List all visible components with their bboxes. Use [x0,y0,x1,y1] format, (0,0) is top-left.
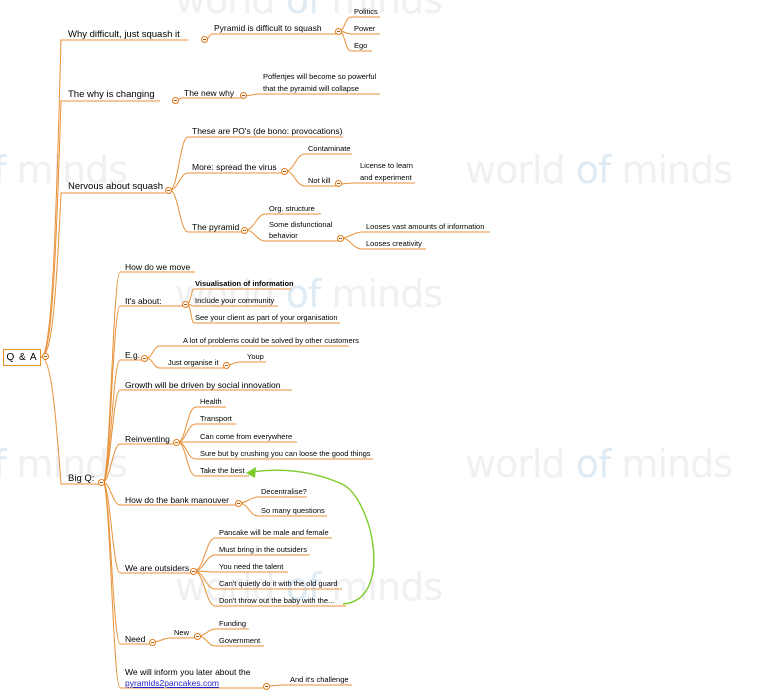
topic-the-pyramid[interactable]: The pyramid [192,222,240,232]
collapse-icon[interactable] [42,353,49,360]
topic-see-client[interactable]: See your client as part of your organisa… [195,313,338,322]
topic-poffertjes-line2[interactable]: that the pyramid will collapse [263,84,359,93]
topic-disfunctional-line1[interactable]: Some disfunctional [269,220,333,229]
topic-so-many-questions[interactable]: So many questions [261,506,325,515]
topic-spread-virus[interactable]: More: spread the virus [192,162,277,172]
collapse-icon[interactable] [223,362,230,369]
collapse-icon[interactable] [165,187,172,194]
collapse-icon[interactable] [172,97,179,104]
topic-just-organise[interactable]: Just organise it [168,358,219,367]
collapse-icon[interactable] [190,568,197,575]
topic-visualisation[interactable]: Visualisation of information [195,279,294,288]
collapse-icon[interactable] [263,683,270,690]
topic-new[interactable]: New [174,628,190,637]
topic-poffertjes-line1[interactable]: Poffertjes will become so powerful [263,72,377,81]
topic-growth[interactable]: Growth will be driven by social innovati… [125,380,281,390]
topic-baby-bathwater[interactable]: Don't throw out the baby with the... [219,596,335,605]
topic-take-best[interactable]: Take the best [200,466,245,475]
topic-funding[interactable]: Funding [219,619,247,628]
topic-power[interactable]: Power [354,24,376,33]
topic-how-move[interactable]: How do we move [125,262,191,272]
topic-reinventing[interactable]: Reinventing [125,434,170,444]
topic-need[interactable]: Need [125,634,146,644]
collapse-icon[interactable] [335,28,342,35]
topic-inform-later[interactable]: We will inform you later about the [125,667,251,677]
topic-contaminate[interactable]: Contaminate [308,144,351,153]
topic-crushing[interactable]: Sure but by crushing you can loose the g… [200,449,371,458]
collapse-icon[interactable] [281,168,288,175]
collapse-icon[interactable] [240,92,247,99]
topic-old-guard[interactable]: Can't quietly do it with the old guard [219,579,338,588]
topic-need-talent[interactable]: You need the talent [219,562,284,571]
topic-include-community[interactable]: Include your community [195,296,275,305]
topic-not-kill[interactable]: Not kill [308,176,331,185]
topic-outsiders[interactable]: We are outsiders [125,563,190,573]
collapse-icon[interactable] [98,479,105,486]
topic-health[interactable]: Health [200,397,222,406]
topic-bring-outsiders[interactable]: Must bring in the outsiders [219,545,307,554]
topic-why-difficult[interactable]: Why difficult, just squash it [68,29,180,40]
topic-youp[interactable]: Youp [247,352,264,361]
topic-license-line1[interactable]: License to learn [360,161,413,170]
topic-eg[interactable]: E.g. [125,350,141,360]
topic-decentralise[interactable]: Decentralise? [261,487,307,496]
collapse-icon[interactable] [173,439,180,446]
topic-pancake-male-female[interactable]: Pancake will be male and female [219,528,329,537]
topic-bank-manouver[interactable]: How do the bank manouver [125,495,229,505]
topic-pyramid-difficult[interactable]: Pyramid is difficult to squash [214,23,322,33]
topic-po-provocations[interactable]: These are PO's (de bono: provocations) [192,126,343,136]
topic-nervous-squash[interactable]: Nervous about squash [68,181,164,192]
topic-its-about[interactable]: It's about: [125,296,162,306]
topic-disfunctional-line2[interactable]: behavior [269,231,298,240]
collapse-icon[interactable] [201,36,208,43]
topic-its-challenge[interactable]: And it's challenge [290,675,349,684]
pyramids2pancakes-link[interactable]: pyramids2pancakes.com [125,678,220,688]
topic-transport[interactable]: Transport [200,414,232,423]
topic-looses-creativity[interactable]: Looses creativity [366,239,422,248]
topic-new-why[interactable]: The new why [184,88,235,98]
collapse-icon[interactable] [194,633,201,640]
root-topic[interactable]: Q & A [3,349,41,366]
topic-looses-information[interactable]: Looses vast amounts of information [366,222,485,231]
collapse-icon[interactable] [141,355,148,362]
collapse-icon[interactable] [335,180,342,187]
collapse-icon[interactable] [149,639,156,646]
topic-org-structure[interactable]: Org. structure [269,204,315,213]
topic-why-changing[interactable]: The why is changing [68,89,155,100]
topic-ego[interactable]: Ego [354,41,368,50]
topic-big-q[interactable]: Big Q: [68,473,95,484]
topic-license-line2[interactable]: and experiment [360,173,412,182]
collapse-icon[interactable] [235,500,242,507]
topic-government[interactable]: Government [219,636,261,645]
topic-politics[interactable]: Politics [354,7,378,16]
collapse-icon[interactable] [241,227,248,234]
topic-problems-solved[interactable]: A lot of problems could be solved by oth… [183,336,359,345]
topic-come-everywhere[interactable]: Can come from everywhere [200,432,293,441]
collapse-icon[interactable] [337,235,344,242]
collapse-icon[interactable] [182,301,189,308]
